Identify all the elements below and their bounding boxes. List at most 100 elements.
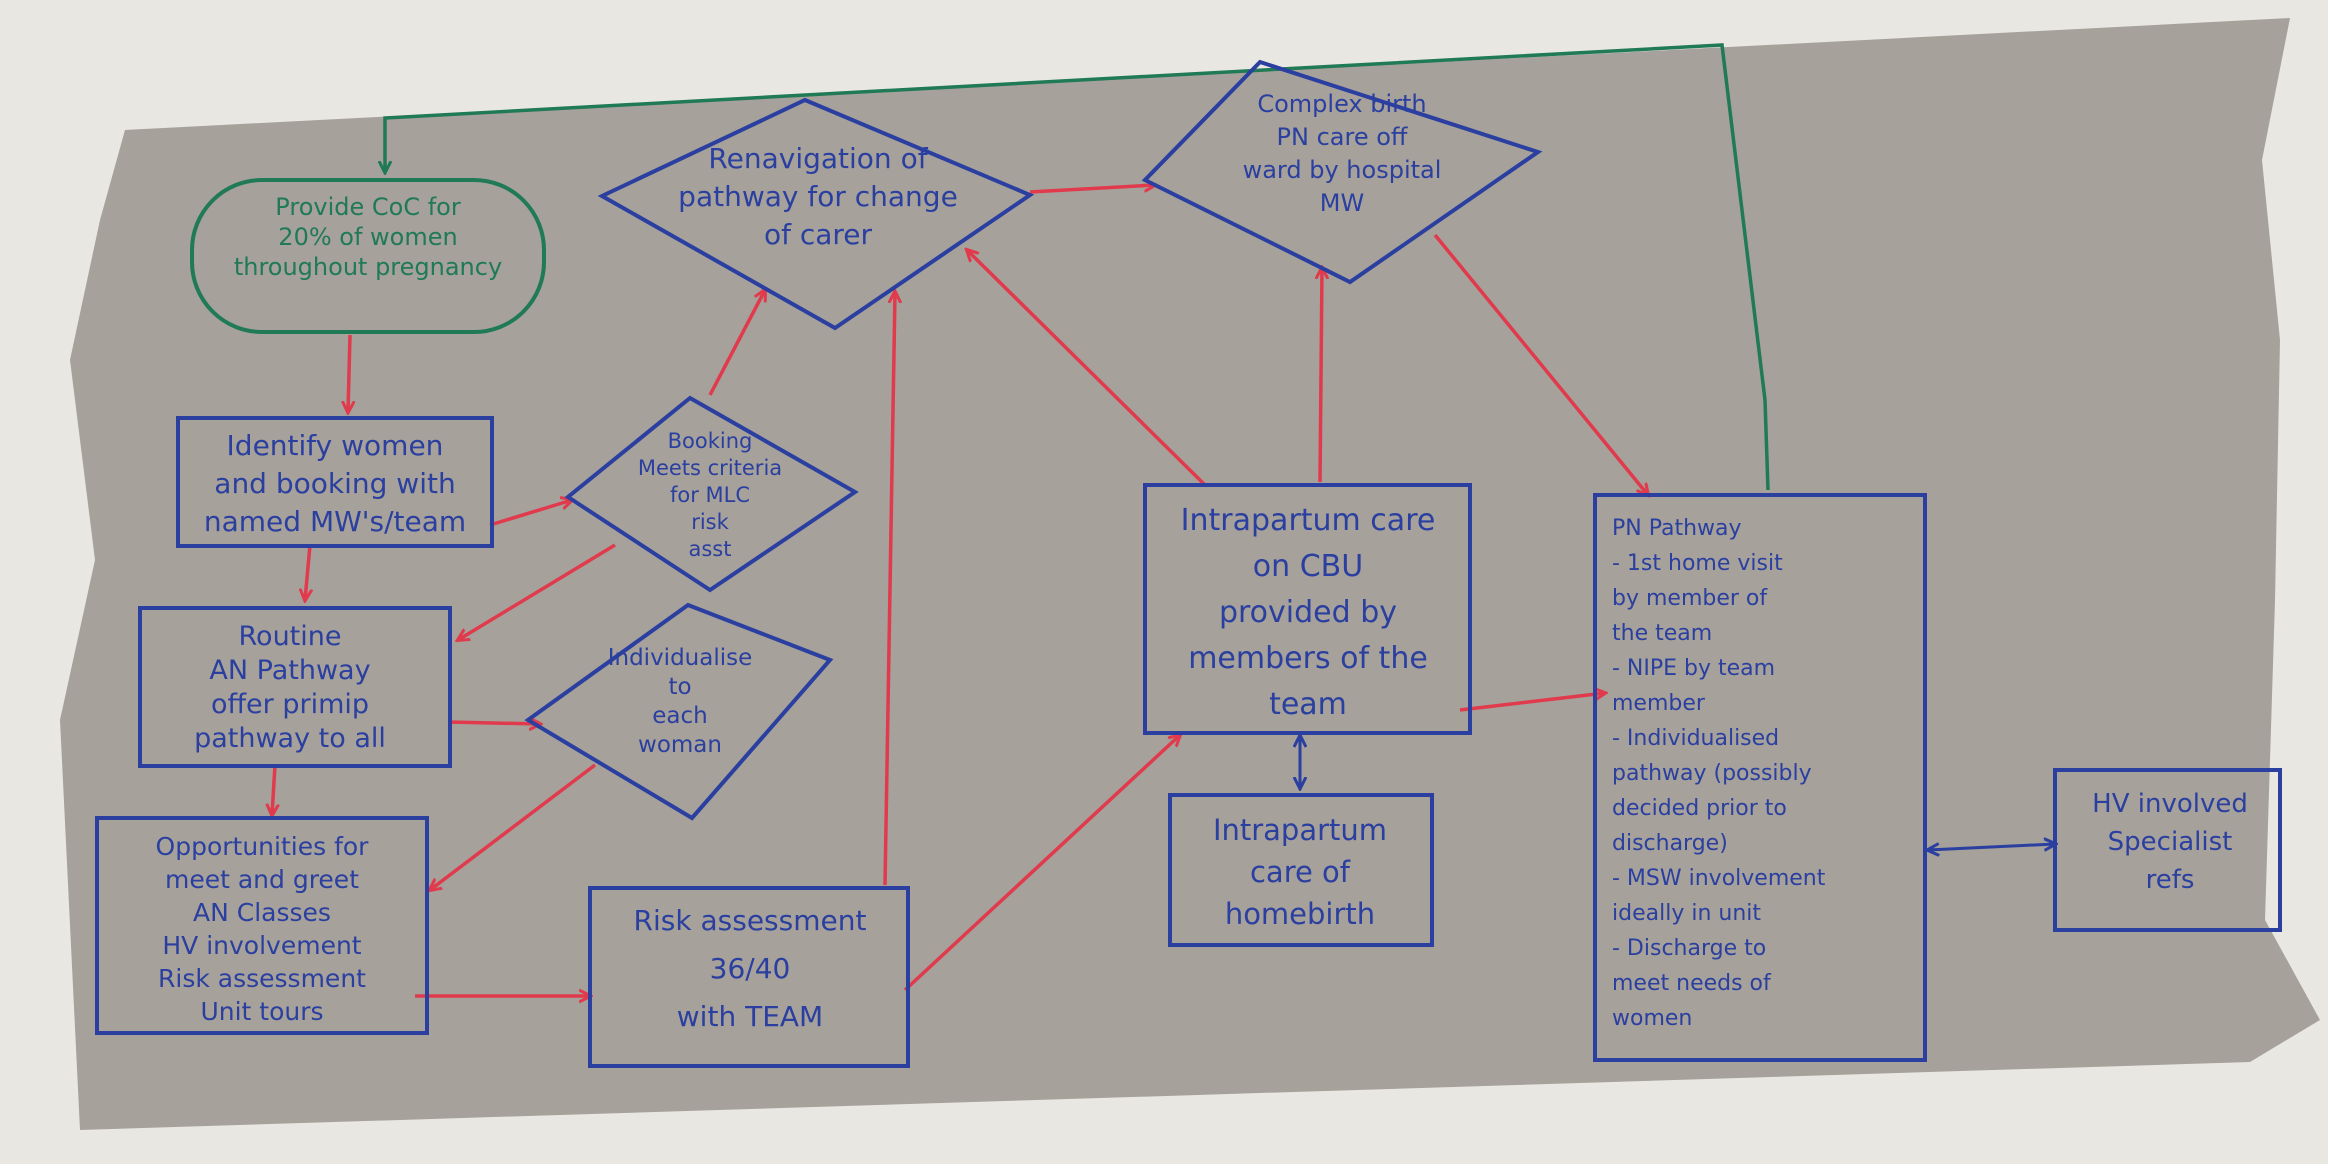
pn-pathway-label: PN Pathway - 1st home visit by member of th… xyxy=(1612,516,1826,1031)
individualise-line: each xyxy=(652,703,707,729)
renavigation-line: Renavigation of xyxy=(708,142,928,175)
pn-pathway-line: the team xyxy=(1612,621,1712,646)
pn-pathway-line: - NIPE by team xyxy=(1612,656,1775,681)
individualise-line: Individualise xyxy=(608,645,753,671)
opportunities-line: Opportunities for xyxy=(156,832,370,861)
complex-birth-line: ward by hospital xyxy=(1243,156,1442,184)
pn-pathway-line: pathway (possibly xyxy=(1612,761,1812,786)
provide-coc-line: throughout pregnancy xyxy=(234,253,502,281)
risk-assessment-line: Risk assessment xyxy=(634,904,867,937)
complex-birth-line: Complex birth xyxy=(1257,90,1426,118)
opportunities-line: HV involvement xyxy=(162,931,361,960)
provide-coc-node xyxy=(190,178,546,334)
pn-pathway-line: member xyxy=(1612,691,1706,716)
identify-women-label: Identify women and booking with named MW's… xyxy=(204,429,466,538)
individualise-line: woman xyxy=(638,732,722,758)
identify-women-node xyxy=(176,416,494,548)
risk-assessment-node xyxy=(588,886,910,1068)
opportunities-line: Risk assessment xyxy=(158,964,366,993)
opportunities-line: Unit tours xyxy=(200,997,323,1026)
arrow-identify-to-routine xyxy=(305,544,310,600)
arrow-booking-to-renavigation xyxy=(708,290,765,396)
pn-pathway-line: - 1st home visit xyxy=(1612,551,1783,576)
renavigation-node xyxy=(597,97,1035,331)
pn-pathway-line: - Discharge to xyxy=(1612,936,1766,961)
booking-line: for MLC xyxy=(670,483,750,507)
arrow-individualise-to-opportunities xyxy=(430,763,597,890)
arrow-intrapartum-to-pn xyxy=(1459,693,1605,712)
complex-birth-node xyxy=(1141,59,1543,285)
complex-birth-label: Complex birth PN care off ward by hospital… xyxy=(1243,90,1442,217)
green-loop-connector xyxy=(385,43,1770,491)
hv-involved-node xyxy=(2053,768,2282,932)
individualise-line: to xyxy=(668,674,691,700)
identify-women-line: and booking with xyxy=(214,467,455,500)
intrapartum-cbu-line: members of the xyxy=(1188,641,1428,676)
arrow-renavigation-to-complex xyxy=(1029,185,1155,194)
risk-assessment-label: Risk assessment 36/40 with TEAM xyxy=(634,904,867,1033)
arrow-risk-to-renavigation xyxy=(883,292,895,886)
intrapartum-homebirth-line: homebirth xyxy=(1225,897,1375,931)
booking-line: asst xyxy=(689,537,732,561)
pn-pathway-line: - Individualised xyxy=(1612,726,1779,751)
arrow-risk-to-intrapartum xyxy=(903,735,1180,992)
intrapartum-homebirth-node xyxy=(1168,793,1434,947)
renavigation-line: pathway for change xyxy=(678,180,958,213)
pn-pathway-line: PN Pathway xyxy=(1612,516,1742,541)
complex-birth-line: MW xyxy=(1320,189,1364,217)
pn-pathway-line: by member of xyxy=(1612,586,1768,611)
routine-an-line: AN Pathway xyxy=(209,655,370,686)
arrow-pn-hv-link xyxy=(1928,844,2055,850)
intrapartum-homebirth-label: Intrapartum care of homebirth xyxy=(1213,813,1387,931)
arrow-complex-to-pn xyxy=(1433,233,1648,495)
intrapartum-homebirth-line: care of xyxy=(1250,855,1351,889)
individualise-node xyxy=(524,602,834,821)
hv-involved-line: refs xyxy=(2146,865,2195,895)
arrow-booking-to-routine xyxy=(458,543,616,640)
arrow-identify-to-booking xyxy=(489,500,572,527)
intrapartum-cbu-line: Intrapartum care xyxy=(1181,503,1436,538)
intrapartum-cbu-node xyxy=(1143,483,1472,735)
arrow-intrapartum-to-renavigation xyxy=(967,250,1207,487)
arrow-routine-to-individualise xyxy=(447,722,540,724)
intrapartum-homebirth-line: Intrapartum xyxy=(1213,813,1387,847)
routine-an-line: offer primip xyxy=(211,689,369,720)
pn-pathway-line: meet needs of xyxy=(1612,971,1772,996)
intrapartum-cbu-label: Intrapartum care on CBU provided by members… xyxy=(1181,503,1436,722)
complex-birth-line: PN care off xyxy=(1277,123,1408,151)
identify-women-line: named MW's/team xyxy=(204,505,466,538)
provide-coc-line: Provide CoC for xyxy=(275,193,461,221)
arrow-routine-to-opportunities xyxy=(272,764,275,815)
intrapartum-cbu-line: on CBU xyxy=(1253,549,1363,584)
risk-assessment-line: 36/40 xyxy=(710,952,791,985)
provide-coc-line: 20% of women xyxy=(278,223,457,251)
individualise-label: Individualise to each woman xyxy=(608,645,753,758)
intrapartum-cbu-line: team xyxy=(1269,687,1347,722)
pn-pathway-line: discharge) xyxy=(1612,831,1728,856)
arrow-intrapartum-to-complex xyxy=(1320,268,1322,483)
pn-pathway-line: ideally in unit xyxy=(1612,901,1761,926)
hv-involved-line: HV involved xyxy=(2092,789,2248,819)
pn-pathway-node xyxy=(1593,493,1927,1062)
pn-pathway-line: - MSW involvement xyxy=(1612,866,1826,891)
identify-women-line: Identify women xyxy=(227,429,444,462)
booking-line: Meets criteria xyxy=(638,456,782,480)
intrapartum-cbu-line: provided by xyxy=(1219,595,1397,630)
pn-pathway-line: decided prior to xyxy=(1612,796,1787,821)
booking-node xyxy=(564,395,859,593)
risk-assessment-line: with TEAM xyxy=(677,1000,823,1033)
booking-line: Booking xyxy=(668,429,753,453)
routine-an-line: Routine xyxy=(239,621,342,652)
arrow-coc-to-identify xyxy=(348,334,350,412)
hv-involved-line: Specialist xyxy=(2108,827,2233,857)
routine-an-node xyxy=(138,606,452,768)
routine-an-line: pathway to all xyxy=(194,723,386,754)
paper-sheet xyxy=(60,18,2320,1130)
